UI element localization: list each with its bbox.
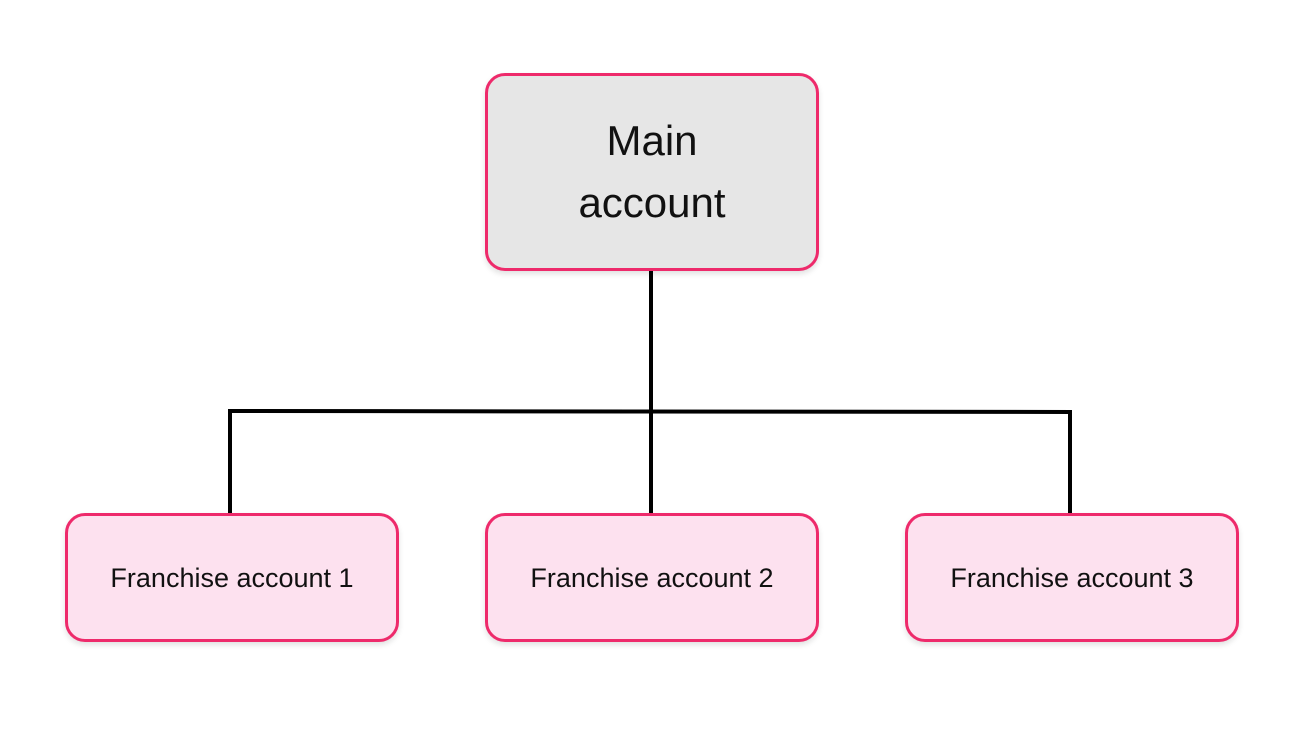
franchise-account-2-label: Franchise account 2: [530, 562, 774, 593]
franchise-account-1-label: Franchise account 1: [110, 562, 354, 593]
franchise-account-1-node: Franchise account 1: [65, 513, 399, 642]
franchise-account-2-node: Franchise account 2: [485, 513, 819, 642]
main-account-node: Main account: [485, 73, 819, 271]
franchise-account-3-label: Franchise account 3: [950, 562, 1194, 593]
main-account-label: Main account: [578, 117, 726, 226]
franchise-account-3-node: Franchise account 3: [905, 513, 1239, 642]
